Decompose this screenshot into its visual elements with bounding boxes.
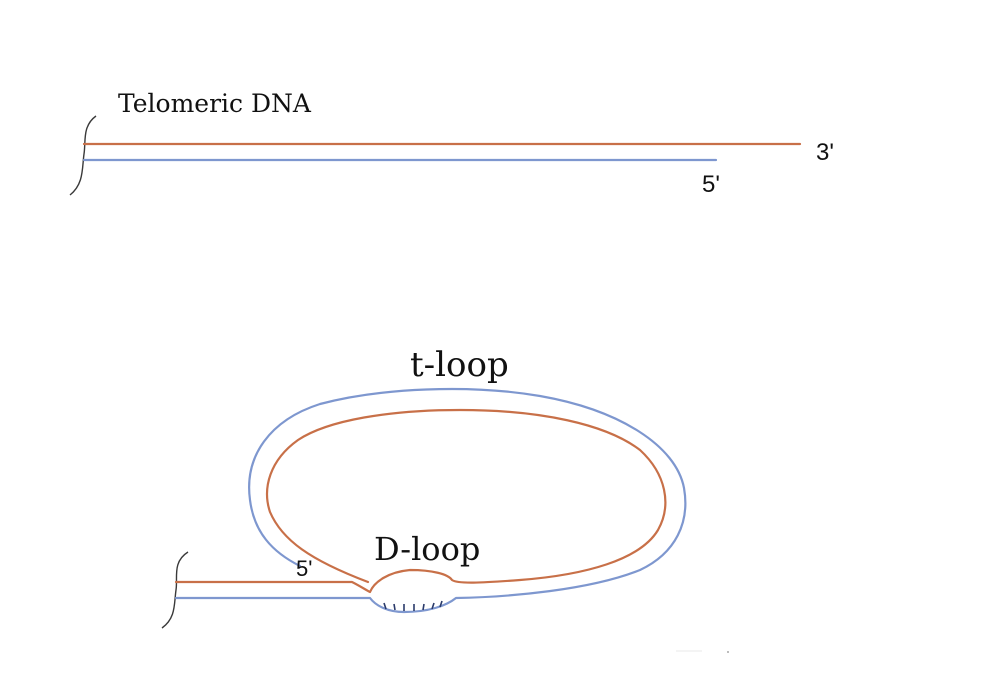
- t-loop-label: t-loop: [410, 345, 509, 385]
- d-loop-base-pair-ticks: [383, 600, 443, 611]
- base-pair-tick: [431, 602, 435, 610]
- chromosome-break-bracket-bottom: [161, 551, 189, 629]
- base-pair-tick: [439, 600, 443, 608]
- t-loop-inner-strand: [174, 408, 667, 594]
- three-prime-label: 3': [816, 139, 834, 166]
- t-loop-panel: t-loop D-loop 5': [161, 345, 687, 629]
- d-loop-label: D-loop: [374, 530, 480, 568]
- telomeric-dna-title: Telomeric DNA: [118, 89, 312, 118]
- base-pair-tick: [393, 603, 396, 611]
- base-pair-tick: [383, 602, 387, 610]
- faint-dot: [727, 651, 729, 653]
- linear-telomere-panel: Telomeric DNA 3' 5': [69, 89, 834, 198]
- five-prime-label-bottom: 5': [296, 556, 312, 581]
- chromosome-break-bracket-top: [69, 115, 97, 196]
- t-loop-outer-strand: [174, 387, 687, 614]
- five-prime-label-top: 5': [702, 171, 720, 198]
- base-pair-tick: [422, 603, 425, 611]
